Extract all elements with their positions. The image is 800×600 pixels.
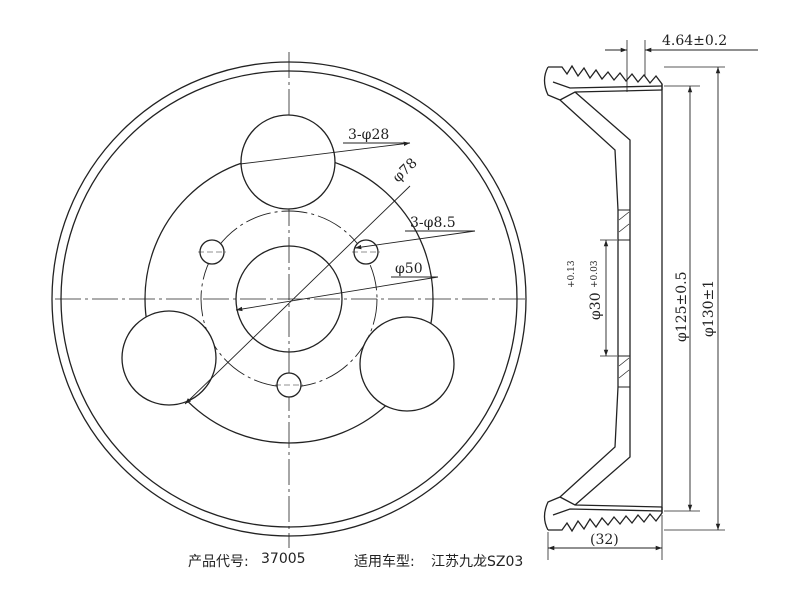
groove-profile-bottom	[548, 507, 663, 533]
vehicle-label: 适用车型:	[354, 554, 415, 570]
small-holes-dim-text: 3-φ8.5	[410, 215, 456, 231]
product-code-value: 37005	[261, 551, 306, 567]
bore-upper-tol-text: +0.13	[567, 260, 577, 288]
bore-lower-tol-text: +0.03	[590, 260, 600, 288]
outer-rim-circle	[51, 61, 527, 537]
front-view	[51, 52, 528, 548]
pitch-circle	[200, 210, 378, 388]
bolt-holes-dim-text: 3-φ28	[348, 127, 389, 143]
groove-profile-top	[548, 64, 663, 90]
groove-diameter-dim-text: φ125±0.5	[674, 271, 690, 342]
bore-dim-text: φ30 +0.13 +0.03	[567, 260, 604, 320]
center-hole-dim-text: φ50	[395, 261, 423, 277]
side-view	[543, 40, 758, 560]
large-hole-right	[359, 316, 455, 412]
large-hole-top	[240, 114, 336, 210]
dim-leader-small-holes	[354, 230, 476, 250]
pcd-dim-text: φ78	[390, 155, 421, 186]
inner-rim-circle	[60, 70, 518, 528]
product-code-label: 产品代号:	[188, 554, 249, 570]
web-lower-section	[559, 386, 631, 506]
thickness-dim-text: 4.64±0.2	[662, 33, 727, 49]
bore-base-text: φ30	[588, 292, 604, 320]
outer-diameter-dim-text: φ130±1	[701, 280, 717, 337]
dim-leader-bolt-holes	[239, 141, 411, 165]
center-hole	[235, 245, 343, 353]
dim-leader-pcd	[184, 185, 411, 405]
width-dim-text: (32)	[590, 532, 619, 548]
web-upper-section	[559, 91, 631, 211]
large-hole-left	[121, 310, 217, 406]
vehicle-value: 江苏九龙SZ03	[431, 554, 524, 570]
dim-leader-center-hole	[235, 276, 439, 312]
